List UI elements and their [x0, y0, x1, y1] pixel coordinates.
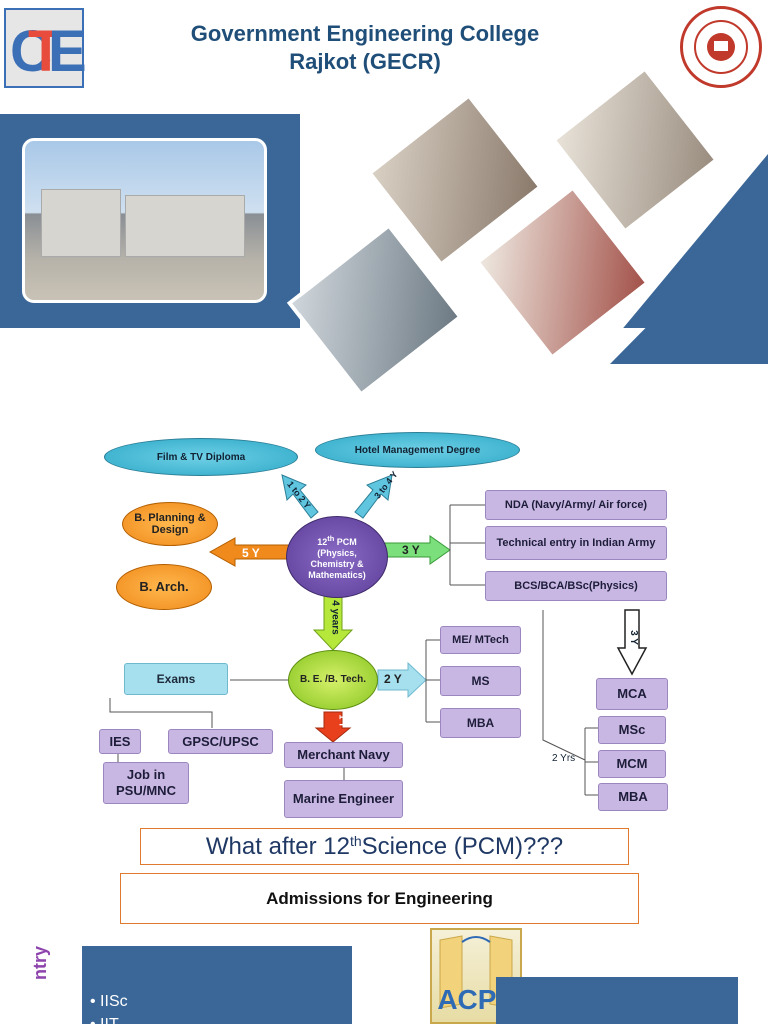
institutes-panel: • IISc • IIT — [82, 946, 352, 1024]
b-arch: B. Arch. — [116, 564, 212, 610]
msc-box: MSc — [598, 716, 666, 744]
center-line-2: (Physics, — [317, 548, 357, 558]
college-building-photo — [22, 138, 267, 303]
building-block — [41, 189, 121, 257]
me-mtech-option: ME/ MTech — [440, 626, 521, 654]
hotel-management-degree: Hotel Management Degree — [315, 432, 520, 468]
merchant-years-label: 1 Y — [337, 714, 348, 728]
page-title: Government Engineering College Rajkot (G… — [130, 20, 600, 76]
film-tv-diploma: Film & TV Diploma — [104, 438, 298, 476]
side-word: ntry — [30, 945, 50, 980]
ms-option: MS — [440, 666, 521, 696]
cte-logo: C T E — [4, 8, 87, 88]
list-item: • IISc — [90, 993, 128, 1010]
building-block — [125, 195, 245, 257]
title-line-1: Government Engineering College — [190, 21, 540, 46]
flowchart-connectors — [109, 474, 648, 796]
admission-heading: Admissions for Engineering — [120, 873, 639, 924]
mca-years-label: 3 Y — [627, 630, 639, 645]
exams-box: Exams — [124, 663, 228, 695]
msc-years-label: 2 Yrs — [552, 753, 576, 764]
title-line-2: Rajkot (GECR) — [289, 49, 441, 74]
b-planning-design: B. Planning & Design — [122, 502, 218, 546]
bcs-bca-option: BCS/BCA/BSc(Physics) — [485, 571, 667, 601]
college-seal-icon — [680, 6, 762, 88]
mca-box: MCA — [596, 678, 668, 710]
mcm-box: MCM — [598, 750, 666, 778]
logo-letter-t: T — [28, 19, 64, 84]
center-line-1: 12th PCM — [317, 534, 357, 547]
merchant-navy-box: Merchant Navy — [284, 742, 403, 768]
center-line-4: Mathematics) — [308, 570, 366, 580]
down-years-label: 4 years — [329, 600, 341, 635]
msc-mba-box: MBA — [598, 783, 668, 811]
logo-letter-c: C — [10, 19, 52, 84]
job-psu-mnc-box: Job in PSU/MNC — [103, 762, 189, 804]
mba-option: MBA — [440, 708, 521, 738]
gpsc-upsc-box: GPSC/UPSC — [168, 729, 273, 754]
logo-letter-e: E — [48, 19, 87, 84]
bottom-right-panel — [496, 977, 738, 1024]
be-btech-node: B. E. /B. Tech. — [288, 650, 378, 710]
twelfth-pcm-node: 12th PCM (Physics, Chemistry & Mathemati… — [286, 516, 388, 598]
left-years-label: 5 Y — [242, 546, 260, 560]
technical-entry-option: Technical entry in Indian Army — [485, 526, 667, 560]
marine-engineer-box: Marine Engineer — [284, 780, 403, 818]
ies-box: IES — [99, 729, 141, 754]
nda-option: NDA (Navy/Army/ Air force) — [485, 490, 667, 520]
pg-years-label: 2 Y — [384, 672, 402, 686]
center-line-3: Chemistry & — [310, 559, 364, 569]
right-years-label: 3 Y — [402, 543, 420, 557]
list-item: • IIT — [90, 1016, 119, 1024]
